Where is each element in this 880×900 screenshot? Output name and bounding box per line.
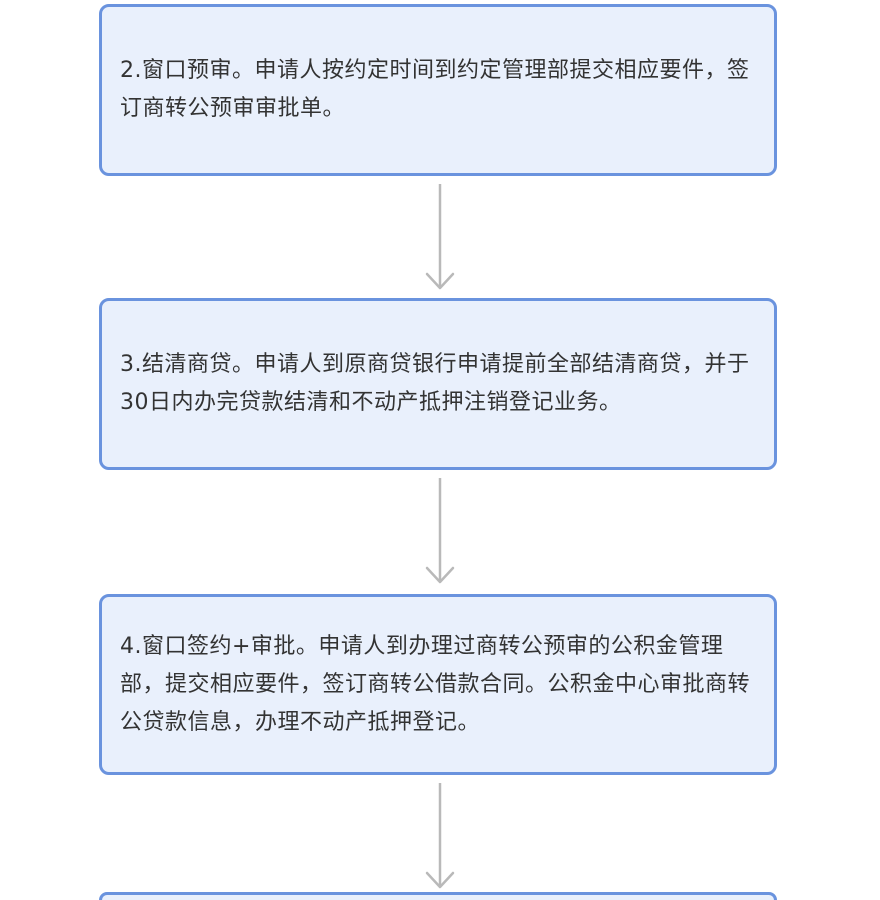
next-step-box-edge	[99, 892, 777, 900]
step-2-box: 2.窗口预审。申请人按约定时间到约定管理部提交相应要件，签订商转公预审审批单。	[99, 4, 777, 176]
step-3-box: 3.结清商贷。申请人到原商贷银行申请提前全部结清商贷，并于30日内办完贷款结清和…	[99, 298, 777, 470]
down-arrow-icon	[423, 783, 457, 891]
down-arrow-icon	[423, 184, 457, 292]
step-4-box: 4.窗口签约+审批。申请人到办理过商转公预审的公积金管理部，提交相应要件，签订商…	[99, 594, 777, 775]
step-3-text: 3.结清商贷。申请人到原商贷银行申请提前全部结清商贷，并于30日内办完贷款结清和…	[120, 352, 750, 415]
step-4-text: 4.窗口签约+审批。申请人到办理过商转公预审的公积金管理部，提交相应要件，签订商…	[120, 633, 751, 735]
down-arrow-icon	[423, 478, 457, 586]
step-2-text: 2.窗口预审。申请人按约定时间到约定管理部提交相应要件，签订商转公预审审批单。	[120, 58, 750, 121]
